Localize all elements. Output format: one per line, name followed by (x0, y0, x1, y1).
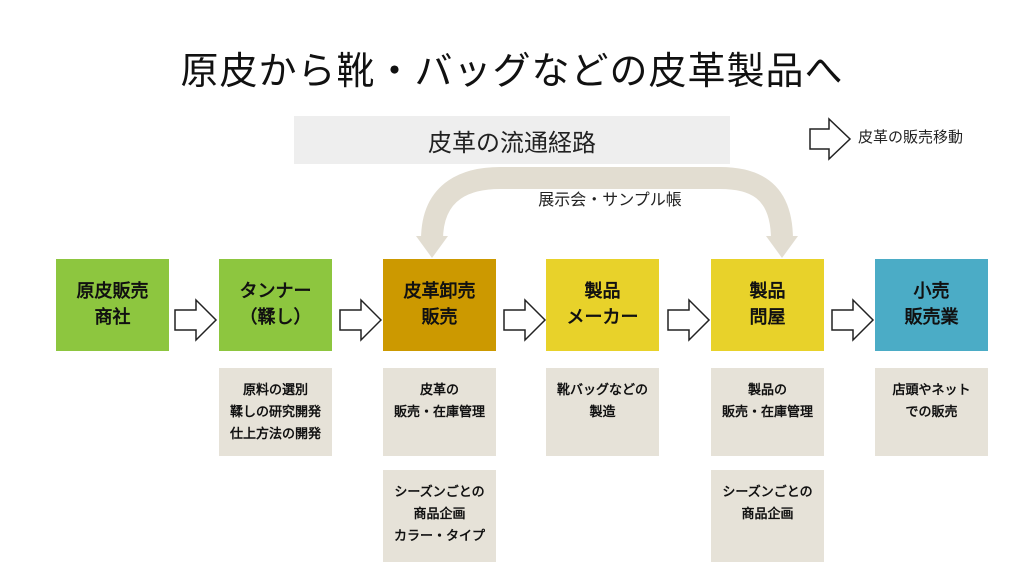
stage-retail: 小売 販売業 (875, 259, 988, 351)
stage-leather-wholesale: 皮革卸売 販売 (383, 259, 496, 351)
stage-line: 問屋 (749, 307, 786, 328)
note-line: 商品企画 (741, 507, 794, 522)
stage-line: 皮革卸売 (403, 281, 476, 302)
stage-hide-trader: 原皮販売 商社 (56, 259, 169, 351)
stage-line: 製品 (584, 281, 621, 302)
note-tonya-planning: シーズンごとの 商品企画 (711, 470, 824, 562)
note-line: 仕上方法の開発 (229, 427, 321, 442)
stage-line: タンナー (239, 281, 312, 302)
note-line: での販売 (905, 405, 958, 420)
note-line: 皮革の (419, 383, 459, 398)
note-retail: 店頭やネット での販売 (875, 368, 988, 456)
note-line: 販売・在庫管理 (721, 405, 813, 420)
stage-line: 原皮販売 (76, 281, 149, 302)
stage-line: 製品 (749, 281, 786, 302)
legend-label: 皮革の販売移動 (858, 128, 964, 146)
flow-arrow-2 (339, 298, 383, 342)
stage-product-wholesaler: 製品 問屋 (711, 259, 824, 351)
note-line: 販売・在庫管理 (393, 405, 485, 420)
subtitle-box: 皮革の流通経路 (294, 116, 730, 164)
stage-line: 小売 (913, 281, 950, 302)
note-line: シーズンごとの (722, 485, 813, 500)
note-wholesale-planning: シーズンごとの 商品企画 カラー・タイプ (383, 470, 496, 562)
stage-line: 商社 (94, 307, 131, 328)
exhibition-arc (421, 167, 793, 241)
stage-line: （鞣し） (239, 307, 312, 328)
arc-arrowhead-left (416, 236, 448, 258)
note-line: 製品の (747, 383, 787, 398)
note-line: 鞣しの研究開発 (229, 405, 321, 420)
note-line: シーズンごとの (394, 485, 485, 500)
note-maker: 靴バッグなどの 製造 (546, 368, 659, 456)
stage-line: メーカー (566, 307, 639, 328)
stage-line: 販売 (421, 307, 458, 328)
flow-arrow-3 (503, 298, 547, 342)
stage-tanner: タンナー （鞣し） (219, 259, 332, 351)
note-line: カラー・タイプ (393, 529, 485, 544)
stage-product-maker: 製品 メーカー (546, 259, 659, 351)
note-line: 原料の選別 (242, 383, 308, 398)
arc-arrowhead-right (766, 236, 798, 258)
stage-line: 販売業 (904, 307, 959, 328)
note-line: 店頭やネット (892, 383, 971, 398)
note-line: 靴バッグなどの (556, 383, 648, 398)
note-tanner: 原料の選別 鞣しの研究開発 仕上方法の開発 (219, 368, 332, 456)
flow-arrow-4 (667, 298, 711, 342)
legend-arrow-icon (809, 117, 852, 161)
note-wholesale-inventory: 皮革の 販売・在庫管理 (383, 368, 496, 456)
flow-arrow-1 (174, 298, 218, 342)
subtitle-text: 皮革の流通経路 (428, 128, 596, 157)
note-tonya-inventory: 製品の 販売・在庫管理 (711, 368, 824, 456)
page-title: 原皮から靴・バッグなどの皮革製品へ (180, 49, 844, 93)
note-line: 商品企画 (413, 507, 466, 522)
note-line: 製造 (589, 405, 616, 420)
flow-arrow-5 (831, 298, 875, 342)
arc-label: 展示会・サンプル帳 (538, 190, 682, 209)
